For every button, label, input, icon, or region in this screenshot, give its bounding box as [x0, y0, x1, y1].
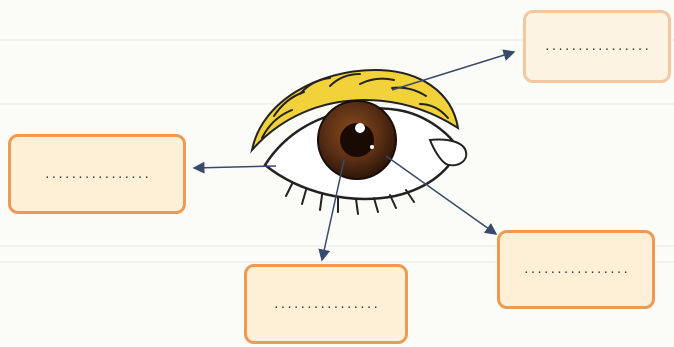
tear-duct: [428, 138, 468, 167]
arrow-to-top-right: [391, 49, 516, 91]
pointer-arrows: [192, 49, 516, 262]
eye-highlight: [355, 123, 365, 133]
arrow-to-left: [192, 161, 277, 174]
answer-box-left[interactable]: ................: [8, 134, 186, 214]
answer-box-bottom[interactable]: ................: [244, 264, 408, 344]
answer-box-bottom-right[interactable]: ................: [497, 230, 655, 309]
answer-blank: ................: [523, 263, 629, 276]
arrow-to-bottom: [318, 159, 345, 262]
answer-blank: ................: [544, 40, 650, 53]
pupil: [340, 123, 374, 157]
answer-box-top-right[interactable]: ................: [523, 10, 671, 83]
eyelid-strokes: [261, 73, 449, 139]
answer-blank: ................: [273, 297, 379, 311]
arrow-to-bottom-right: [385, 155, 498, 235]
answer-blank: ................: [44, 167, 150, 181]
lower-lashes: [285, 183, 415, 215]
